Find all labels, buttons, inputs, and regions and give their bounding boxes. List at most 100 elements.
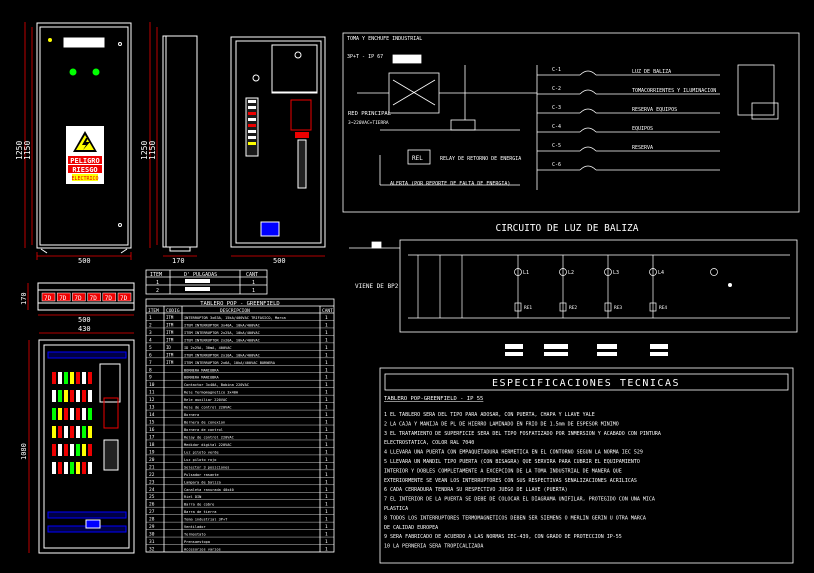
table-cell-item: 6 [149, 352, 152, 358]
table-cell-item: 26 [149, 502, 155, 508]
table-cell-qty: 1 [325, 532, 328, 538]
backplate-module [88, 426, 92, 438]
table-cell-item: 2 [149, 322, 152, 328]
table-cell-desc: Bornera de control [184, 428, 223, 432]
table-cell-item: 15 [149, 420, 155, 426]
table-cell-item: 31 [149, 539, 155, 545]
dim-w430: 430 [78, 325, 91, 333]
backplate-view [38, 339, 135, 554]
table-cell-item: 29 [149, 524, 155, 530]
spec-line: ELECTROSTATICA, COLOR RAL 7040 [384, 440, 474, 446]
table-cell-item: 30 [149, 532, 155, 538]
spec-line: 4 LLEVARA UNA PUERTA CON EMPAQUETADURA H… [384, 450, 643, 456]
backplate-module [52, 372, 56, 384]
backplate-module [76, 462, 80, 474]
table-cell-desc: Relay de control 220VAC [184, 435, 234, 439]
spec-subtitle: TABLERO POP-GREENFIELD - IP 55 [384, 396, 483, 402]
table-cell-qty: 1 [325, 345, 328, 351]
table-cell-code: ITM [166, 352, 174, 357]
spec-line: 6 CADA CERRADURA TENDRA SU RESPECTIVO JU… [384, 487, 568, 493]
table-cell-item: 14 [149, 412, 155, 418]
lamp-symbol [604, 268, 612, 276]
backplate-module [82, 372, 86, 384]
table-cell-item: 24 [149, 487, 155, 493]
backplate-module [52, 390, 56, 402]
table-cell-qty: 1 [325, 382, 328, 388]
sl-toma-label: TOMA Y ENCHUFE INDUSTRIAL [347, 36, 422, 42]
table-cell-qty: 1 [325, 360, 328, 366]
table-cell-item: 16 [149, 427, 155, 433]
backplate-module [88, 462, 92, 474]
table-cell-qty: 1 [325, 442, 328, 448]
table-cell-desc: Ventilador [184, 525, 206, 529]
spec-line: 9 SERA FABRICADO DE ACUERDO A LAS NORMAS… [384, 534, 622, 540]
table-cell-qty: 1 [325, 412, 328, 418]
relay-coil [649, 302, 657, 312]
dim-w500: 500 [78, 257, 91, 265]
baliza-frame [349, 239, 798, 333]
table-cell-code: ITM [166, 322, 174, 327]
panel-interior-view [230, 36, 326, 248]
sl-rel-box: REL [412, 155, 423, 162]
table-cell-item: 25 [149, 494, 155, 500]
backplate-module [88, 372, 92, 384]
interior-din-rail [248, 100, 256, 145]
table-cell-qty: 1 [325, 547, 328, 553]
module-bottom-view [37, 282, 135, 311]
relay-label: RE4 [659, 305, 667, 311]
spec-line: 8 TODOS LOS INTERRUPTORES TERMOMAGNETICO… [384, 515, 646, 521]
table-cell-qty: 1 [325, 405, 328, 411]
dim-w170: 170 [172, 257, 185, 265]
table-cell-item: 19 [149, 449, 155, 455]
dim-h170: 170 [20, 292, 28, 305]
sl-red-principal: RED PRINCIPAL [348, 111, 392, 117]
backplate-module [82, 462, 86, 474]
spec-line: 7 EL INTERIOR DE LA PUERTA SE DEBE DE CO… [384, 497, 655, 503]
table-cell-qty: 1 [325, 337, 328, 343]
baliza-title: CIRCUITO DE LUZ DE BALIZA [496, 223, 639, 234]
lamp-label: L4 [658, 270, 664, 276]
module-label: 7D [120, 295, 128, 302]
backplate-module [64, 390, 68, 402]
circuit-label: C-2 [552, 86, 561, 92]
table-cell-desc: Barra de tierra [184, 510, 216, 514]
relay-label: RE2 [569, 305, 577, 311]
spec-line: INTERIOR Y DOBLES COMPLETAMENTE A EXCEPC… [384, 468, 622, 474]
table-cell-code: ITM [166, 337, 174, 342]
lamp-symbol [559, 268, 567, 276]
backplate-module [88, 408, 92, 420]
lamp-symbol [649, 268, 657, 276]
table-cell-qty: 1 [325, 479, 328, 485]
load-label: TOMACORRIENTES Y ILUMINACION [632, 88, 716, 94]
table-cell-qty: 1 [325, 315, 328, 321]
breaker-symbol [579, 127, 597, 133]
table-cell-qty: 1 [325, 502, 328, 508]
backplate-module [88, 390, 92, 402]
table-cell-item: 27 [149, 509, 155, 515]
table-cell-desc: Contactor 3x40A, Bobina 220VAC [184, 383, 249, 387]
table-cell-qty: 1 [325, 472, 328, 478]
st-r1c2: 1 [252, 288, 255, 294]
table-cell-qty: 1 [325, 449, 328, 455]
dim-h1250: 1250 [15, 141, 24, 160]
table-cell-desc: Lampara de baliza [184, 480, 221, 484]
table-cell-desc: Accesorios varios [184, 548, 221, 552]
table-cell-qty: 1 [325, 390, 328, 396]
backplate-module [70, 390, 74, 402]
side-dims [149, 22, 197, 257]
front-dims [24, 22, 132, 260]
spec-line: 10 LA PERNERIA SERA TROPICALIZADA [384, 544, 483, 550]
module-box [117, 292, 132, 302]
backplate-module [82, 426, 86, 438]
backplate-module [64, 408, 68, 420]
backplate-module [70, 408, 74, 420]
backplate-module [58, 426, 62, 438]
table-cell-desc: Bornera [184, 413, 199, 417]
backplate-module [76, 426, 80, 438]
table-cell-item: 21 [149, 464, 155, 470]
load-label: EQUIPOS [632, 126, 653, 132]
spec-lines: 1 EL TABLERO SERA DEL TIPO PARA ADOSAR, … [384, 412, 661, 550]
breaker-symbol [579, 108, 597, 114]
backplate-module [58, 390, 62, 402]
